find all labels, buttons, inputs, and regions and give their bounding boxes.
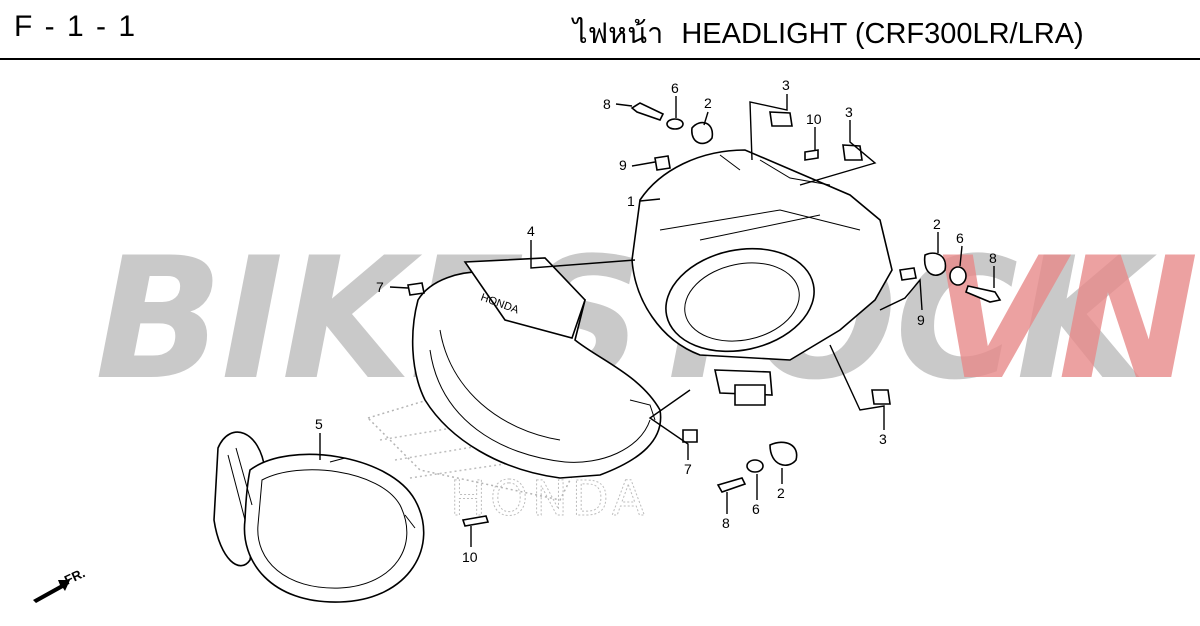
callout-9: 9 (917, 312, 925, 328)
leader-lines (319, 94, 995, 547)
callout-1: 1 (627, 193, 635, 209)
callout-6: 6 (956, 230, 964, 246)
page-title-thai: ไฟหน้า (573, 18, 664, 50)
callout-2: 2 (933, 216, 941, 232)
callout-8: 8 (722, 515, 730, 531)
callout-3: 3 (782, 77, 790, 93)
header: F - 1 - 1 ไฟหน้า HEADLIGHT (CRF300LR/LRA) (0, 0, 1200, 60)
headlight-rim (213, 431, 425, 603)
callout-2: 2 (777, 485, 785, 501)
callout-5: 5 (315, 416, 323, 432)
callout-3: 3 (879, 431, 887, 447)
callout-7: 7 (376, 279, 384, 295)
front-direction-indicator: FR. (33, 565, 87, 603)
callout-2: 2 (704, 95, 712, 111)
headlight-case (631, 149, 893, 406)
callout-4: 4 (527, 223, 535, 239)
callout-8: 8 (989, 250, 997, 266)
arrow-down-left-icon (33, 580, 70, 603)
callout-7: 7 (684, 461, 692, 477)
front-label: FR. (62, 565, 87, 587)
callout-3: 3 (845, 104, 853, 120)
headlight-cover: HONDA (411, 257, 662, 479)
callout-8: 8 (603, 96, 611, 112)
page-title: ไฟหน้า HEADLIGHT (CRF300LR/LRA) (573, 10, 1084, 56)
fasteners (407, 102, 1002, 527)
callout-10: 10 (806, 111, 822, 127)
callout-6: 6 (671, 80, 679, 96)
watermark-text-red: VN (930, 221, 1197, 417)
page-code: F - 1 - 1 (14, 10, 138, 43)
header-rule (0, 58, 1200, 60)
callout-6: 6 (752, 501, 760, 517)
callout-10: 10 (462, 549, 478, 565)
callout-9: 9 (619, 157, 627, 173)
callout-labels: 8 6 2 3 10 3 9 1 4 7 2 6 8 9 5 3 7 2 6 8… (315, 77, 997, 565)
page-title-english: HEADLIGHT (CRF300LR/LRA) (681, 18, 1084, 50)
